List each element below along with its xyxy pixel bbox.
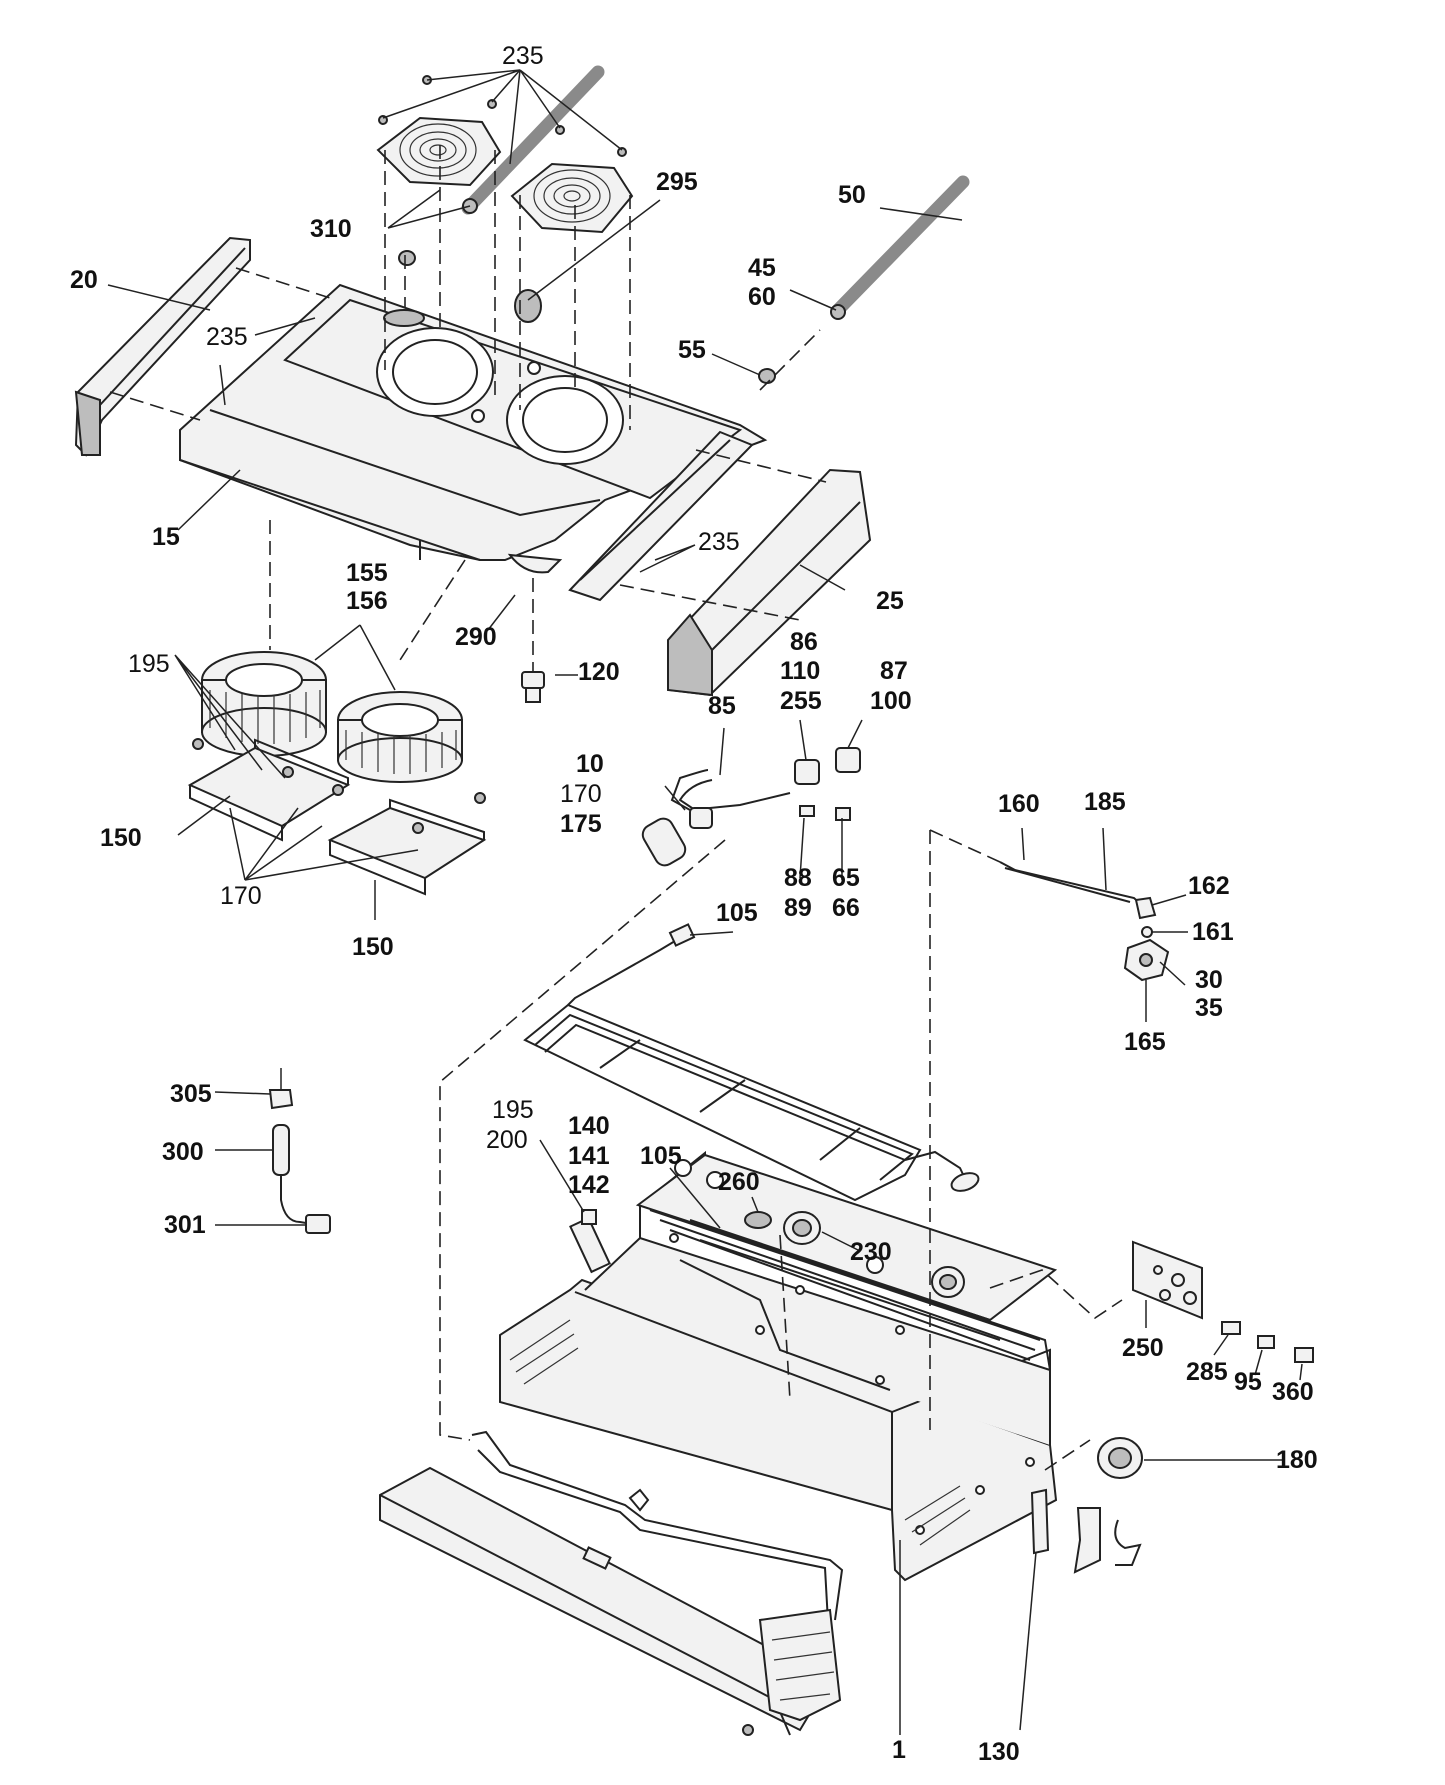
label-285 [1221,1321,1241,1335]
power-cord-assembly [268,1068,331,1234]
callout-label: 55 [678,336,706,364]
callout-label: 25 [876,587,904,615]
callout-label: 141 [568,1142,610,1170]
callout-label: 150 [100,824,142,852]
callout-label: 89 [784,894,812,922]
callout-label: 130 [978,1738,1020,1766]
callout-label: 105 [716,899,758,927]
callout-label: 235 [698,528,740,556]
blower-wheel-left [201,651,327,757]
callout-label: 310 [310,215,352,243]
callout-label: 85 [708,692,736,720]
callout-label: 150 [352,933,394,961]
leader-lines [107,69,1303,1735]
nut-310 [398,250,416,266]
heat-exchanger [379,1430,844,1736]
callout-label: 156 [346,587,388,615]
knob-180 [1097,1437,1143,1479]
callout-label: 120 [578,658,620,686]
callout-label: 87 [880,657,908,685]
callout-label: 140 [568,1112,610,1140]
blower-bracket-150-left [187,738,351,842]
fan-guard-right [510,162,634,234]
callout-label: 235 [502,42,544,70]
blower-bracket-150-right [327,792,487,896]
callout-label: 20 [70,266,98,294]
callout-label: 165 [1124,1028,1166,1056]
clamp [1114,1519,1142,1566]
callout-label: 65 [832,864,860,892]
clip-140 [581,1209,597,1225]
callout-label: 60 [748,283,776,311]
rod-310 [461,65,605,215]
callout-label: 30 [1195,966,1223,994]
blower-wheel-right [337,691,463,783]
callout-label: 230 [850,1238,892,1266]
callout-label: 10 [576,750,604,778]
callout-label: 86 [790,628,818,656]
top-shroud-15 [179,283,768,574]
nut-55 [758,368,776,384]
thermostat-assembly [641,747,861,867]
side-trim-20 [74,236,251,457]
callout-label: 295 [656,168,698,196]
callout-label: 15 [152,523,180,551]
callout-label: 35 [1195,994,1223,1022]
callout-label: 305 [170,1080,212,1108]
dashed-alignment-lines [109,145,1123,1471]
bracket-l [1073,1507,1101,1574]
callout-label: 161 [1192,918,1234,946]
callout-label: 100 [870,687,912,715]
callout-labels: 235 310 295 50 20 235 45 60 55 15 235 25… [70,42,1318,1766]
heater-frame [523,923,980,1202]
callout-label: 180 [1276,1446,1318,1474]
bracket-130 [1030,1488,1050,1555]
callout-label: 155 [346,559,388,587]
callout-label: 170 [560,780,602,808]
label-360 [1294,1347,1314,1363]
callout-label: 185 [1084,788,1126,816]
callout-label: 50 [838,181,866,209]
label-95 [1257,1335,1275,1349]
knob-small [931,1266,965,1298]
rod-50 [831,175,970,317]
callout-label: 195 [128,650,170,678]
callout-label: 290 [455,623,497,651]
callout-label: 162 [1188,872,1230,900]
callout-label: 160 [998,790,1040,818]
callout-label: 95 [1234,1368,1262,1396]
connector-120 [521,671,545,703]
callout-label: 360 [1272,1378,1314,1406]
control-plate-250 [1132,1240,1203,1320]
callout-label: 301 [164,1211,206,1239]
callout-label: 1 [892,1736,906,1764]
bushing-295 [514,289,542,323]
callout-label: 66 [832,894,860,922]
callout-label: 285 [1186,1358,1228,1386]
knob-230 [783,1211,821,1245]
callout-label: 300 [162,1138,204,1166]
callout-label: 45 [748,254,776,282]
callout-label: 250 [1122,1334,1164,1362]
callout-label: 175 [560,810,602,838]
callout-label: 195 [492,1096,534,1124]
side-end-cap-25 [667,468,872,697]
rear-bracket [568,430,754,602]
callout-label: 105 [640,1142,682,1170]
callout-label: 260 [718,1168,760,1196]
callout-label: 200 [486,1126,528,1154]
fan-guard-left [376,116,502,187]
callout-label: 170 [220,882,262,910]
callout-label: 142 [568,1171,610,1199]
callout-label: 255 [780,687,822,715]
fitting-260 [744,1211,772,1229]
knob-45 [830,304,846,320]
drain-fitting [742,1724,754,1736]
callout-label: 235 [206,323,248,351]
capillary-tube-160-185 [999,861,1170,982]
callout-label: 110 [780,657,820,685]
callout-label: 88 [784,864,812,892]
